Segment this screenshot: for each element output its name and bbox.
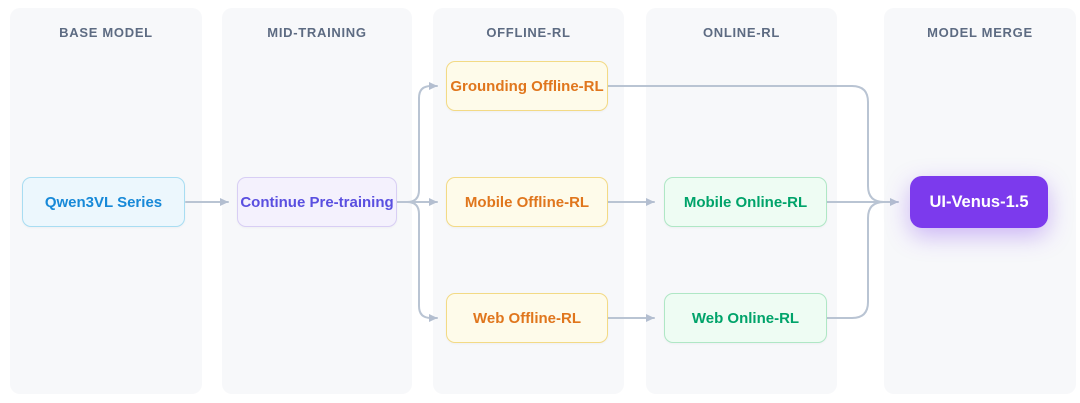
node-web-online-rl: Web Online-RL bbox=[664, 293, 827, 343]
node-continue-pretraining: Continue Pre-training bbox=[237, 177, 397, 227]
column-header-base-model: BASE MODEL bbox=[59, 25, 153, 40]
node-web-offline-rl: Web Offline-RL bbox=[446, 293, 608, 343]
column-header-mid-training: MID-TRAINING bbox=[267, 25, 367, 40]
node-mobile-online-rl: Mobile Online-RL bbox=[664, 177, 827, 227]
node-ui-venus-1-5: UI-Venus-1.5 bbox=[910, 176, 1048, 228]
node-qwen3vl-series: Qwen3VL Series bbox=[22, 177, 185, 227]
column-header-model-merge: MODEL MERGE bbox=[927, 25, 1033, 40]
node-mobile-offline-rl: Mobile Offline-RL bbox=[446, 177, 608, 227]
column-header-offline-rl: OFFLINE-RL bbox=[486, 25, 571, 40]
column-header-online-rl: ONLINE-RL bbox=[702, 25, 781, 40]
node-grounding-offline-rl: Grounding Offline-RL bbox=[446, 61, 608, 111]
